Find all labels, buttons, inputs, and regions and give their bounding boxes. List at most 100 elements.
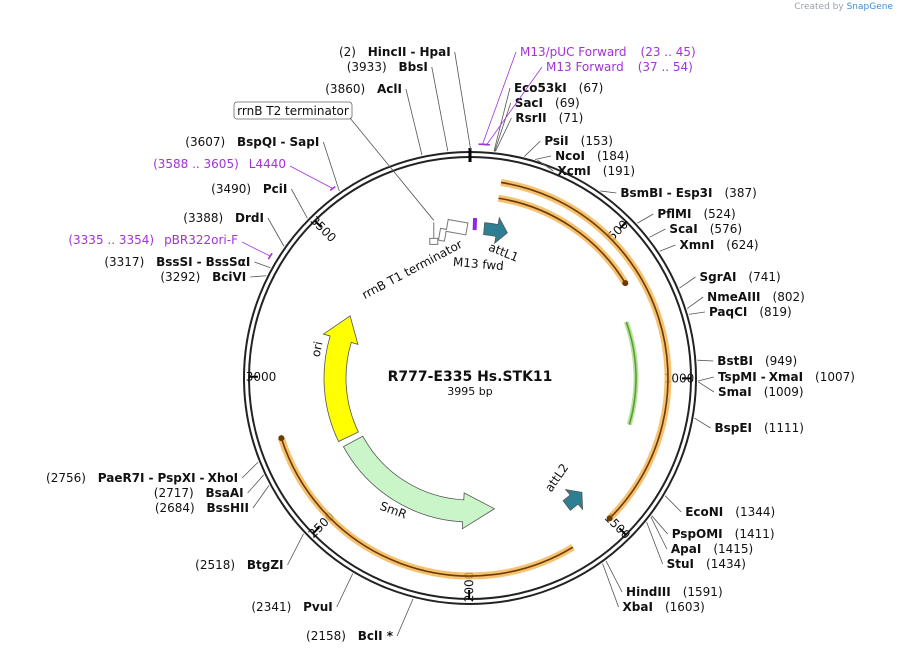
primer-label: M13 Forward(37 .. 54)	[546, 60, 693, 74]
site-leader	[697, 376, 715, 382]
credit-prefix: Created by	[794, 2, 844, 12]
site-tspmi[interactable]: TspMI-XmaI(1007)	[697, 370, 855, 384]
site-stui[interactable]: StuI(1434)	[646, 522, 746, 571]
ori-label: ori	[309, 340, 326, 358]
site-bspqi[interactable]: (3607) BspQI-SapI	[185, 135, 340, 192]
attl2-feature[interactable]	[562, 489, 584, 511]
primer-m13pucforward[interactable]: M13/pUC Forward(23 .. 45)	[478, 45, 696, 146]
primer-label: (3588 .. 3605)L4440	[153, 157, 286, 171]
site-hincii[interactable]: (2) HincII-HpaI	[339, 45, 472, 151]
site-label: NcoI(184)	[555, 149, 629, 163]
site-label: BstBI(949)	[717, 354, 797, 368]
primer-m13forward[interactable]: M13 Forward(37 .. 54)	[483, 60, 693, 146]
site-label: PflMI(524)	[657, 207, 735, 221]
primer-leader	[486, 66, 543, 145]
site-bbsi[interactable]: (3933) BbsI	[347, 60, 449, 152]
smr-feature[interactable]	[342, 435, 496, 530]
site-label: StuI(1434)	[667, 557, 746, 571]
site-leader	[679, 276, 696, 289]
snapgene-credit: Created by SnapGene	[794, 2, 893, 12]
site-leader	[454, 51, 472, 151]
site-leader	[524, 140, 541, 157]
site-bstbi[interactable]: BstBI(949)	[697, 354, 797, 368]
site-bsssi[interactable]: (3317) BssSI-BssSαI	[104, 255, 271, 269]
site-psii[interactable]: PsiI(153)	[524, 134, 613, 157]
site-xcmi[interactable]: XcmI(191)	[537, 159, 635, 178]
orf-arc-end	[622, 280, 629, 287]
site-label: (2) HincII-HpaI	[339, 45, 451, 59]
site-label: SgrAI(741)	[700, 270, 781, 284]
site-pspomi[interactable]: PspOMI(1411)	[651, 515, 775, 541]
site-hindiii[interactable]: HindIII(1591)	[605, 560, 723, 599]
site-leader	[659, 244, 676, 252]
orf-arcs	[278, 178, 672, 580]
site-bcivi[interactable]: (3292) BciVI	[160, 270, 267, 284]
site-btgzi[interactable]: (2518) BtgZI	[195, 533, 304, 572]
site-leader	[664, 495, 682, 513]
primer-l4440[interactable]: (3588 .. 3605)L4440	[153, 157, 336, 191]
attl1-feature[interactable]	[483, 216, 508, 245]
site-label: (2717) BsaAI	[154, 486, 244, 500]
site-label: (2756) PaeR7I-PspXI-XhoI	[46, 471, 238, 485]
site-label: RsrII(71)	[515, 111, 583, 125]
site-leader	[252, 485, 270, 509]
site-econi[interactable]: EcoNI(1344)	[664, 495, 775, 519]
site-leader	[494, 102, 512, 152]
ori-feature[interactable]	[322, 315, 359, 443]
primer-layer[interactable]: M13/pUC Forward(23 .. 45)M13 Forward(37 …	[68, 45, 696, 260]
site-bspei[interactable]: BspEI(1111)	[694, 417, 804, 435]
site-paqci[interactable]: PaqCI(819)	[688, 305, 792, 319]
site-pcii[interactable]: (3490) PciI	[211, 182, 308, 219]
site-pflmi[interactable]: PflMI(524)	[637, 207, 736, 224]
site-bsmbi[interactable]: BsmBI-Esp3I(387)	[600, 186, 757, 200]
restriction-sites[interactable]: Eco53kI(67)SacI(69)RsrII(71) PsiI(153)Nco…	[46, 45, 855, 643]
site-bsaai[interactable]: (2717) BsaAI	[154, 474, 264, 500]
site-acli[interactable]: (3860) AclI	[325, 82, 423, 156]
site-label: XcmI(191)	[557, 164, 635, 178]
center-label: R777-E335 Hs.STK11 3995 bp	[388, 369, 553, 398]
site-leader	[649, 228, 666, 238]
site-xmni[interactable]: XmnI(624)	[659, 238, 759, 252]
plasmid-length: 3995 bp	[447, 385, 492, 398]
orf-arc	[500, 181, 669, 519]
site-leader	[241, 461, 259, 479]
site-rsrii[interactable]: RsrII(71)	[495, 111, 583, 152]
site-apai[interactable]: ApaI(1415)	[650, 516, 753, 556]
site-drdi[interactable]: (3388) DrdI	[183, 211, 285, 247]
site-nmeaiii[interactable]: NmeAIII(802)	[686, 290, 805, 309]
site-bcli[interactable]: (2158) BclI *	[306, 598, 414, 643]
primer-arc	[267, 252, 273, 260]
site-leader	[688, 311, 706, 315]
orf-arc	[498, 197, 626, 284]
site-leader	[250, 275, 267, 278]
site-leader	[694, 417, 711, 429]
site-label: NmeAIII(802)	[707, 290, 805, 304]
site-ncoi[interactable]: NcoI(184)	[534, 149, 629, 163]
site-label: (2341) PvuI	[251, 600, 332, 614]
site-saci[interactable]: SacI(69)	[494, 96, 580, 152]
site-leader	[697, 381, 715, 393]
site-bsshii[interactable]: (2684) BssHII	[155, 485, 270, 515]
rrnb-t2-symbol[interactable]	[429, 222, 439, 245]
site-leader	[537, 159, 554, 172]
site-paer7i[interactable]: (2756) PaeR7I-PspXI-XhoI	[46, 461, 259, 485]
primer-pbr322orif[interactable]: (3335 .. 3354)pBR322ori-F	[68, 233, 273, 260]
attl2-label: attL2	[542, 461, 571, 495]
site-pvui[interactable]: (2341) PvuI	[251, 573, 354, 614]
orf-arc-end	[606, 515, 613, 522]
site-scai[interactable]: ScaI(576)	[649, 222, 742, 238]
site-eco53ki[interactable]: Eco53kI(67)	[493, 81, 603, 152]
site-leader	[267, 217, 285, 247]
site-smai[interactable]: SmaI(1009)	[697, 381, 804, 399]
site-xbai[interactable]: XbaI(1603)	[602, 563, 705, 614]
site-sgrai[interactable]: SgrAI(741)	[679, 270, 781, 289]
primer-label: M13/pUC Forward(23 .. 45)	[520, 45, 696, 59]
site-leader	[495, 117, 512, 152]
site-leader	[602, 563, 619, 608]
rrnb-t1-arrow[interactable]	[437, 218, 469, 244]
site-leader	[493, 87, 511, 152]
site-label: (3860) AclI	[325, 82, 402, 96]
orf-arc-halo	[497, 194, 629, 285]
site-label: SacI(69)	[515, 96, 580, 110]
